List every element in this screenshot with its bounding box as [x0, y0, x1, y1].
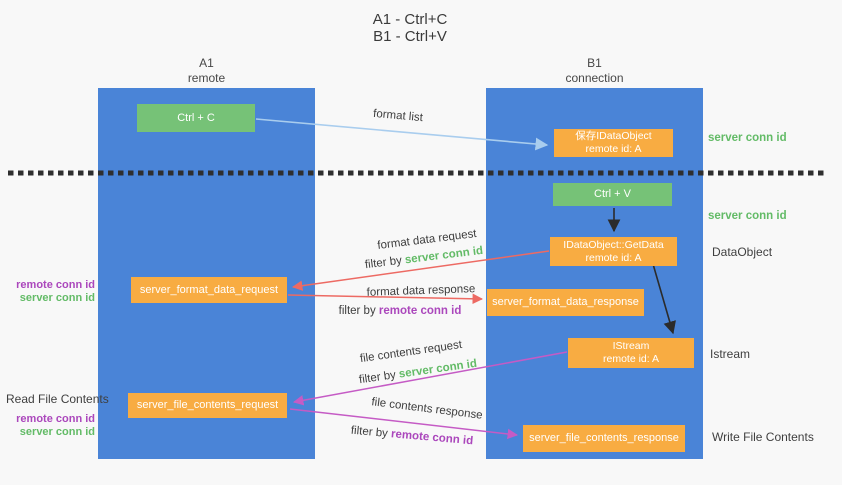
format-data-response-label: format data response [366, 283, 476, 299]
format-conn-id-annotations: remote conn id server conn id [0, 279, 95, 304]
istream-box: IStream remote id: A [568, 338, 694, 368]
filter-by-text: filter by [350, 424, 389, 440]
server-file-contents-response-box: server_file_contents_response [523, 425, 685, 452]
column-header-a1: A1 remote [98, 56, 315, 86]
remote-conn-id-text: remote conn id [378, 305, 462, 317]
remote-conn-id-annotation-format: remote conn id [16, 279, 95, 291]
remote-conn-id-annotation-file: remote conn id [16, 413, 95, 425]
column-b1-subtitle: connection [565, 71, 624, 85]
getdata-line1: IDataObject::GetData [563, 238, 664, 251]
ctrl-v-box: Ctrl + V [553, 183, 672, 206]
filter-by-text: filter by [358, 369, 397, 387]
server-file-contents-request-label: server_file_contents_request [136, 399, 279, 411]
idataobject-getdata-box: IDataObject::GetData remote id: A [550, 237, 677, 266]
server-file-contents-response-label: server_file_contents_response [529, 432, 679, 444]
filter-by-remote-conn-id-label-1: filter by remote conn id [339, 305, 462, 317]
server-format-data-request-box: server_format_data_request [131, 277, 287, 303]
getdata-line2: remote id: A [585, 251, 642, 264]
save-idataobject-box: 保存IDataObject remote id: A [554, 129, 673, 157]
server-conn-id-annotation-mid: server conn id [708, 210, 787, 222]
ctrl-c-label: Ctrl + C [177, 111, 215, 124]
server-format-data-response-box: server_format_data_response [487, 289, 644, 316]
diagram-title: A1 - Ctrl+C B1 - Ctrl+V [0, 11, 820, 45]
server-format-data-response-label: server_format_data_response [492, 296, 639, 308]
istream-line2: remote id: A [602, 353, 660, 365]
save-idataobject-line1: 保存IDataObject [575, 130, 652, 142]
server-file-contents-request-box: server_file_contents_request [128, 393, 287, 418]
filter-by-text: filter by [364, 254, 403, 272]
filter-by-remote-conn-id-label-2: filter by remote conn id [350, 425, 473, 448]
save-idataobject-line2: remote id: A [585, 143, 642, 155]
file-conn-id-annotations: remote conn id server conn id [0, 413, 95, 438]
column-a1-name: A1 [199, 56, 214, 70]
ctrl-c-box: Ctrl + C [137, 104, 255, 132]
filter-by-text: filter by [338, 305, 376, 317]
server-conn-id-annotation-top: server conn id [708, 132, 787, 144]
title-line-1: A1 - Ctrl+C [372, 11, 448, 28]
istream-line1: IStream [612, 340, 650, 352]
format-list-label: format list [372, 107, 424, 125]
server-conn-id-text: server conn id [404, 244, 484, 267]
file-contents-response-label: file contents response [370, 396, 484, 422]
server-conn-id-text: server conn id [398, 357, 478, 381]
server-conn-id-annotation-file: server conn id [19, 425, 95, 438]
write-file-contents-annotation: Write File Contents [712, 430, 814, 444]
server-format-data-request-label: server_format_data_request [139, 283, 279, 296]
column-header-b1: B1 connection [486, 56, 703, 86]
ctrl-v-label: Ctrl + V [594, 188, 631, 200]
remote-conn-id-text: remote conn id [390, 428, 474, 448]
title-line-2: B1 - Ctrl+V [373, 28, 447, 45]
server-conn-id-annotation-format: server conn id [19, 291, 95, 304]
dataobject-annotation: DataObject [712, 245, 773, 259]
column-b1-name: B1 [587, 56, 602, 70]
read-file-contents-annotation: Read File Contents [6, 392, 109, 406]
column-a1-subtitle: remote [187, 71, 226, 85]
istream-annotation: Istream [710, 347, 751, 361]
